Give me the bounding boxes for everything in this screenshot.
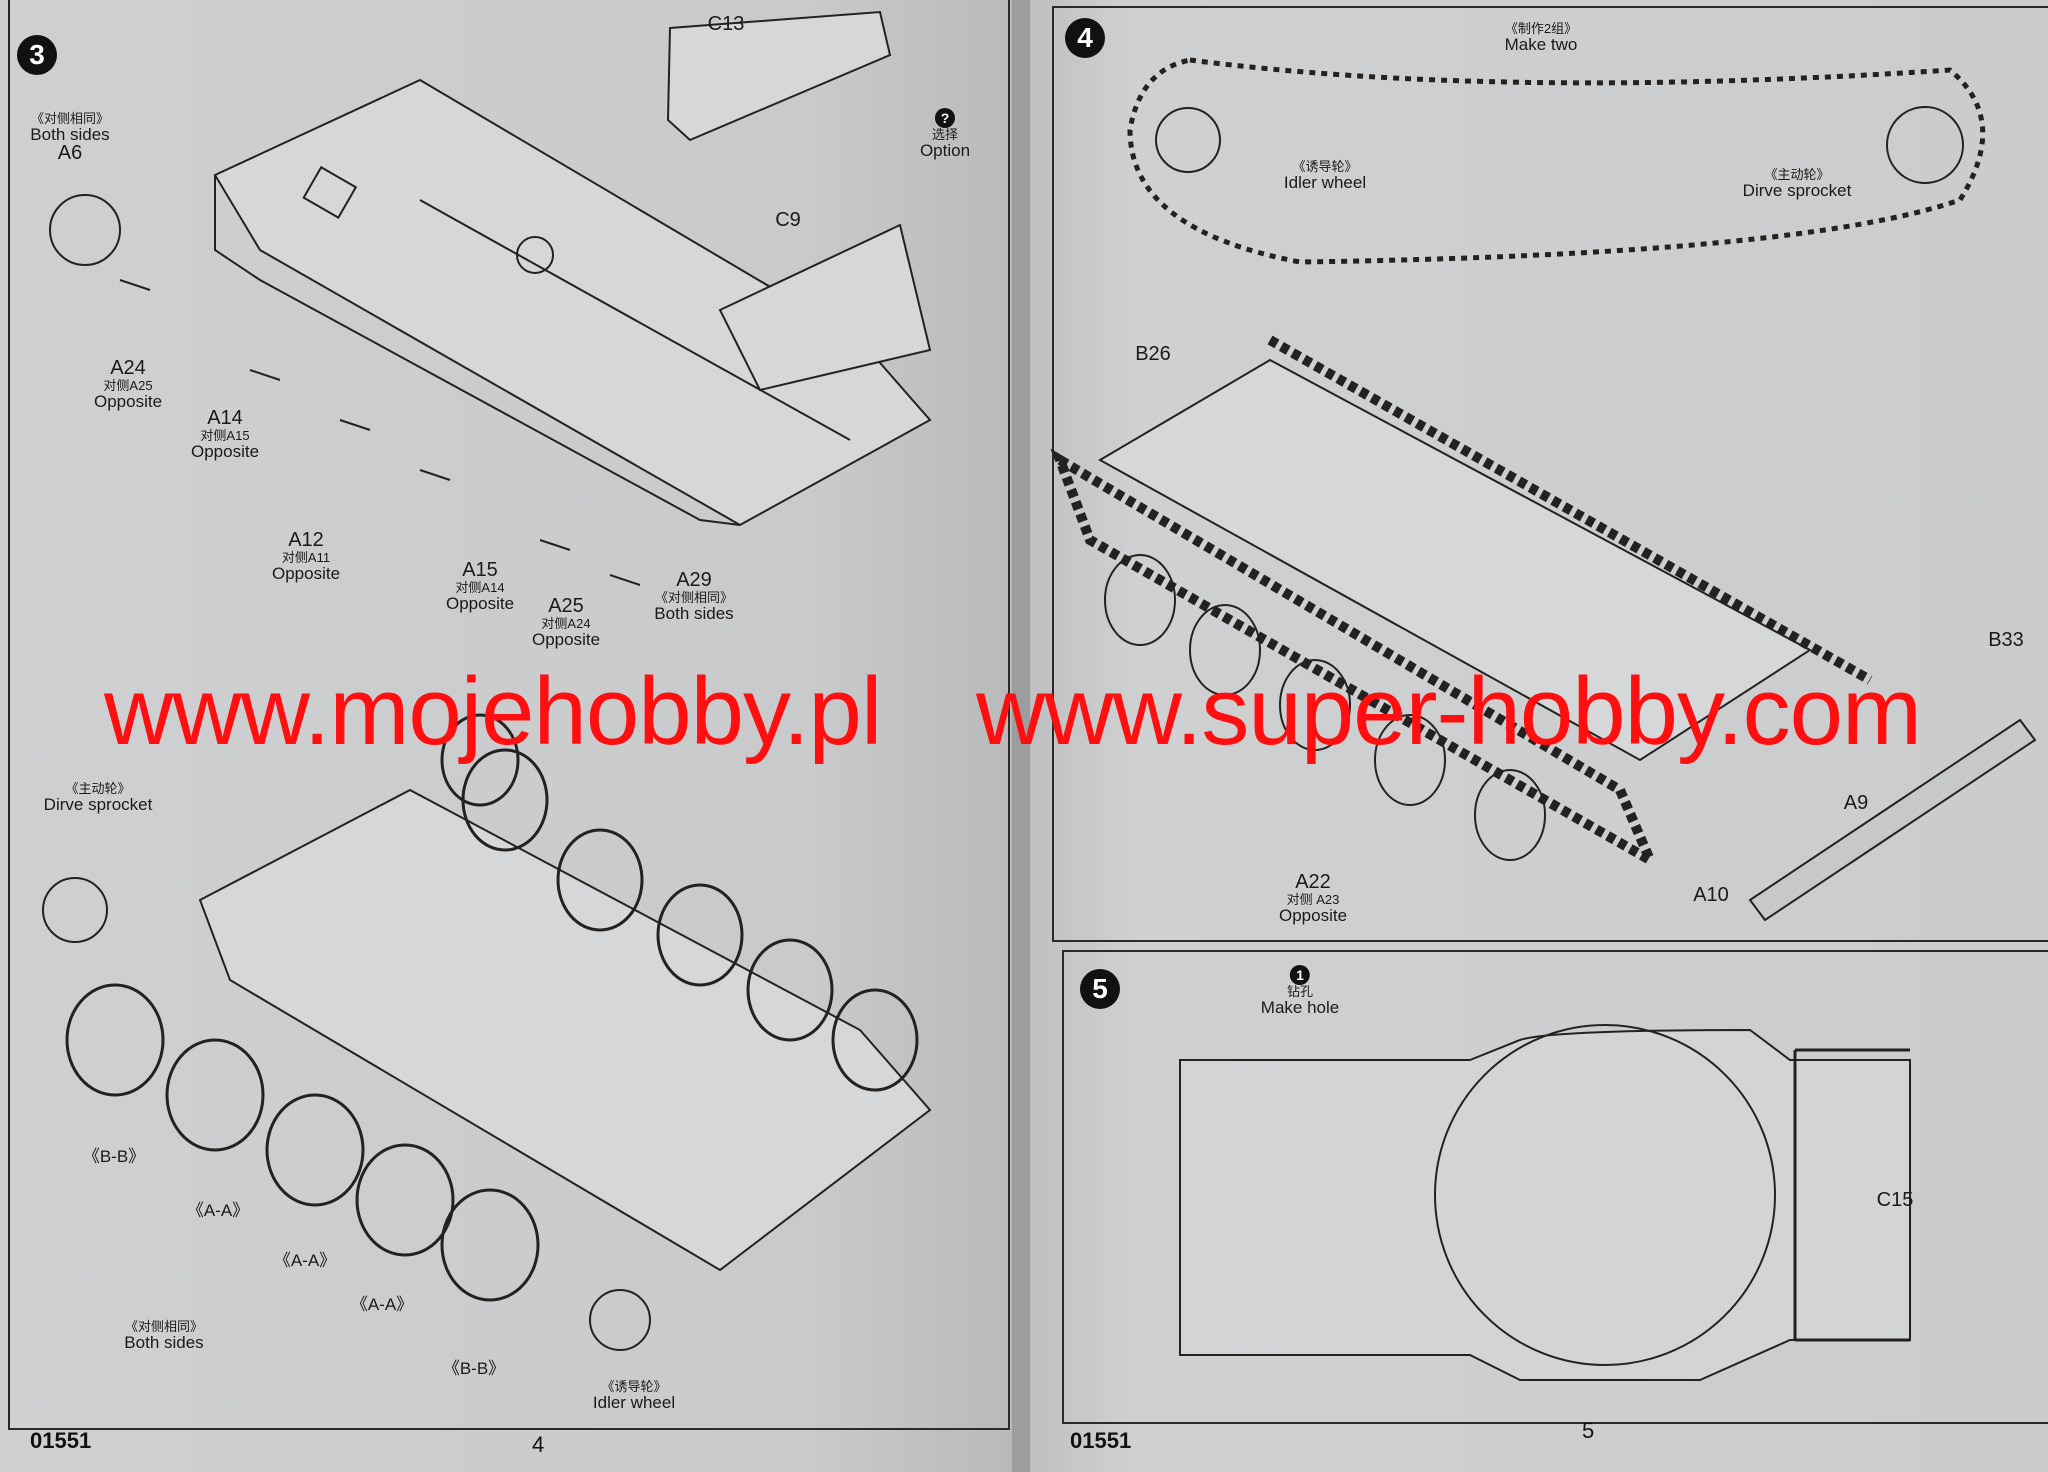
idler-wheel-step4 xyxy=(1155,107,1221,173)
label-b26: B26 xyxy=(1135,343,1171,365)
idler-wheel xyxy=(589,1289,651,1351)
label-a10: A10 xyxy=(1693,884,1729,906)
drive-sprocket xyxy=(42,877,108,943)
page-number-5: 5 xyxy=(1582,1418,1595,1443)
step-4-number: 4 xyxy=(1065,18,1105,58)
label-idler-wheel: 《诱导轮》 Idler wheel xyxy=(592,1379,676,1412)
label-both-sides: 《对侧相同》 Both sides xyxy=(124,1319,204,1352)
label-idler-wheel-4: 《诱导轮》 Idler wheel xyxy=(1283,159,1367,192)
label-a29: A29 《对侧相同》 Both sides xyxy=(654,569,734,623)
label-c15: C15 xyxy=(1876,1189,1914,1211)
label-aa-1: 《A-A》 xyxy=(186,1201,250,1220)
label-drive-sprocket: 《主动轮》 Dirve sprocket xyxy=(43,781,153,814)
label-a12: A12 对侧A11 Opposite xyxy=(271,529,341,583)
label-a15: A15 对侧A14 Opposite xyxy=(445,559,515,613)
step5-frame xyxy=(1062,950,2048,1424)
page-number-4: 4 xyxy=(532,1432,545,1457)
label-aa-2: 《A-A》 xyxy=(273,1251,337,1270)
track-loop-step4 xyxy=(1127,57,1986,265)
label-bb-2: 《B-B》 xyxy=(442,1359,506,1378)
label-c9: C9 xyxy=(775,209,801,231)
watermark-mojehobby: www.mojehobby.pl xyxy=(104,658,882,765)
label-b33: B33 xyxy=(1988,629,2024,651)
step4-frame xyxy=(1052,6,2048,942)
part-c13 xyxy=(666,10,892,142)
drill-icon: 1 xyxy=(1290,965,1310,985)
label-drive-sprocket-4: 《主动轮》 Dirve sprocket xyxy=(1742,167,1852,200)
step-5-number: 5 xyxy=(1080,969,1120,1009)
part-b33 xyxy=(1748,718,2037,922)
step3-frame xyxy=(8,0,1010,1430)
label-aa-3: 《A-A》 xyxy=(350,1295,414,1314)
hull-plate-step5 xyxy=(1179,1024,1911,1381)
label-make-two: 《制作2组》 Make two xyxy=(1504,21,1578,54)
label-a6: 《对侧相同》 Both sides A6 xyxy=(30,111,110,165)
label-a14: A14 对侧A15 Opposite xyxy=(190,407,260,461)
label-bb-1: 《B-B》 xyxy=(82,1147,146,1166)
label-a22: A22 对侧 A23 Opposite xyxy=(1278,871,1348,925)
hull-drawing-wheels xyxy=(42,713,932,1351)
hull-drawing-step3 xyxy=(49,10,932,586)
drive-sprocket-step4 xyxy=(1886,106,1964,184)
label-a24: A24 对侧A25 Opposite xyxy=(93,357,163,411)
catalog-number-right: 01551 xyxy=(1070,1428,1132,1453)
label-c13: C13 xyxy=(707,13,745,35)
watermark-superhobby: www.super-hobby.com xyxy=(976,658,1922,765)
hull-with-tracks-step4 xyxy=(1050,335,2037,922)
label-a9: A9 xyxy=(1843,792,1869,814)
step-3-number: 3 xyxy=(17,35,57,75)
part-a6 xyxy=(49,194,121,266)
label-a25: A25 对侧A24 Opposite xyxy=(531,595,601,649)
label-option: ? 选择 Option xyxy=(919,108,971,160)
part-c9 xyxy=(718,223,932,392)
option-icon: ? xyxy=(935,108,955,128)
catalog-number-left: 01551 xyxy=(30,1428,92,1453)
label-make-hole: 1 钻孔 Make hole xyxy=(1260,965,1340,1017)
